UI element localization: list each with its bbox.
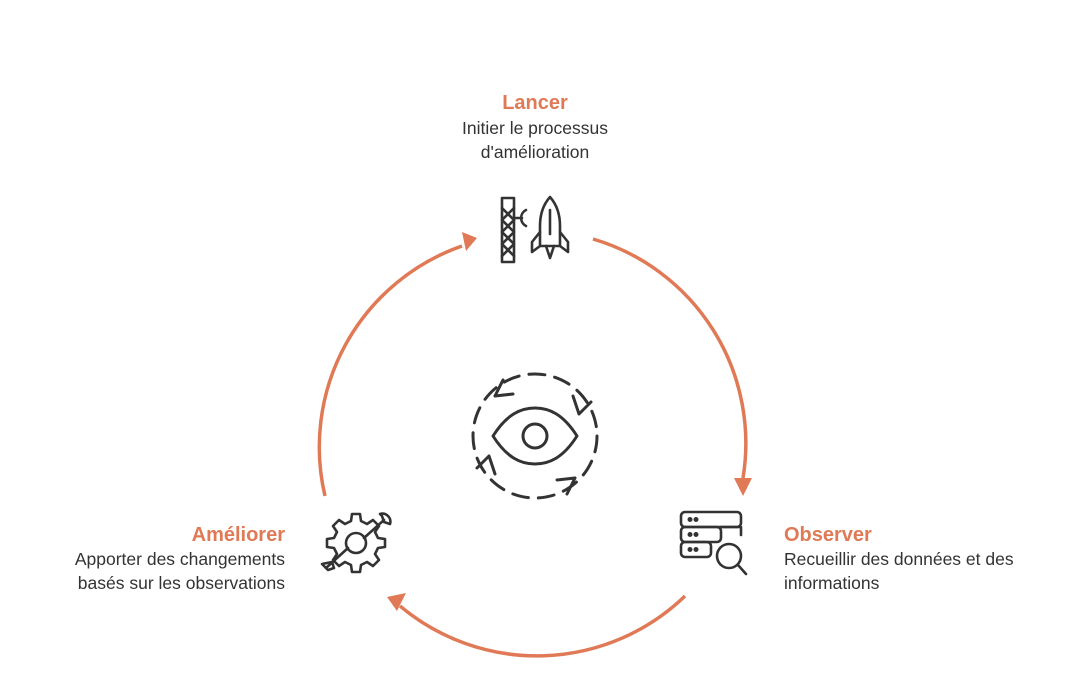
rocket-launch-icon bbox=[500, 195, 570, 264]
gear-wrench-icon bbox=[320, 512, 392, 574]
step-desc-lancer-line1: Initier le processus bbox=[462, 118, 608, 138]
step-title-lancer: Lancer bbox=[502, 92, 568, 114]
step-title-observer: Observer bbox=[784, 524, 872, 546]
arrowhead-observer bbox=[734, 478, 752, 496]
step-desc-observer-line2: informations bbox=[784, 573, 880, 593]
step-desc-observer-line1: Recueillir des données et des bbox=[784, 549, 1014, 569]
database-search-icon bbox=[679, 510, 748, 576]
step-title-ameliorer: Améliorer bbox=[191, 524, 285, 546]
arrow-observer-to-ameliorer bbox=[398, 594, 687, 658]
arrow-ameliorer-to-lancer bbox=[317, 244, 463, 497]
step-desc-ameliorer-line1: Apporter des changements bbox=[74, 549, 285, 569]
arrow-lancer-to-observer bbox=[592, 237, 748, 479]
arrowhead-lancer bbox=[462, 232, 477, 251]
arrowhead-ameliorer bbox=[387, 593, 406, 611]
eye-cycle-icon bbox=[471, 372, 599, 500]
step-desc-ameliorer-line2: basés sur les observations bbox=[77, 573, 285, 593]
step-desc-lancer-line2: d'amélioration bbox=[480, 142, 590, 162]
